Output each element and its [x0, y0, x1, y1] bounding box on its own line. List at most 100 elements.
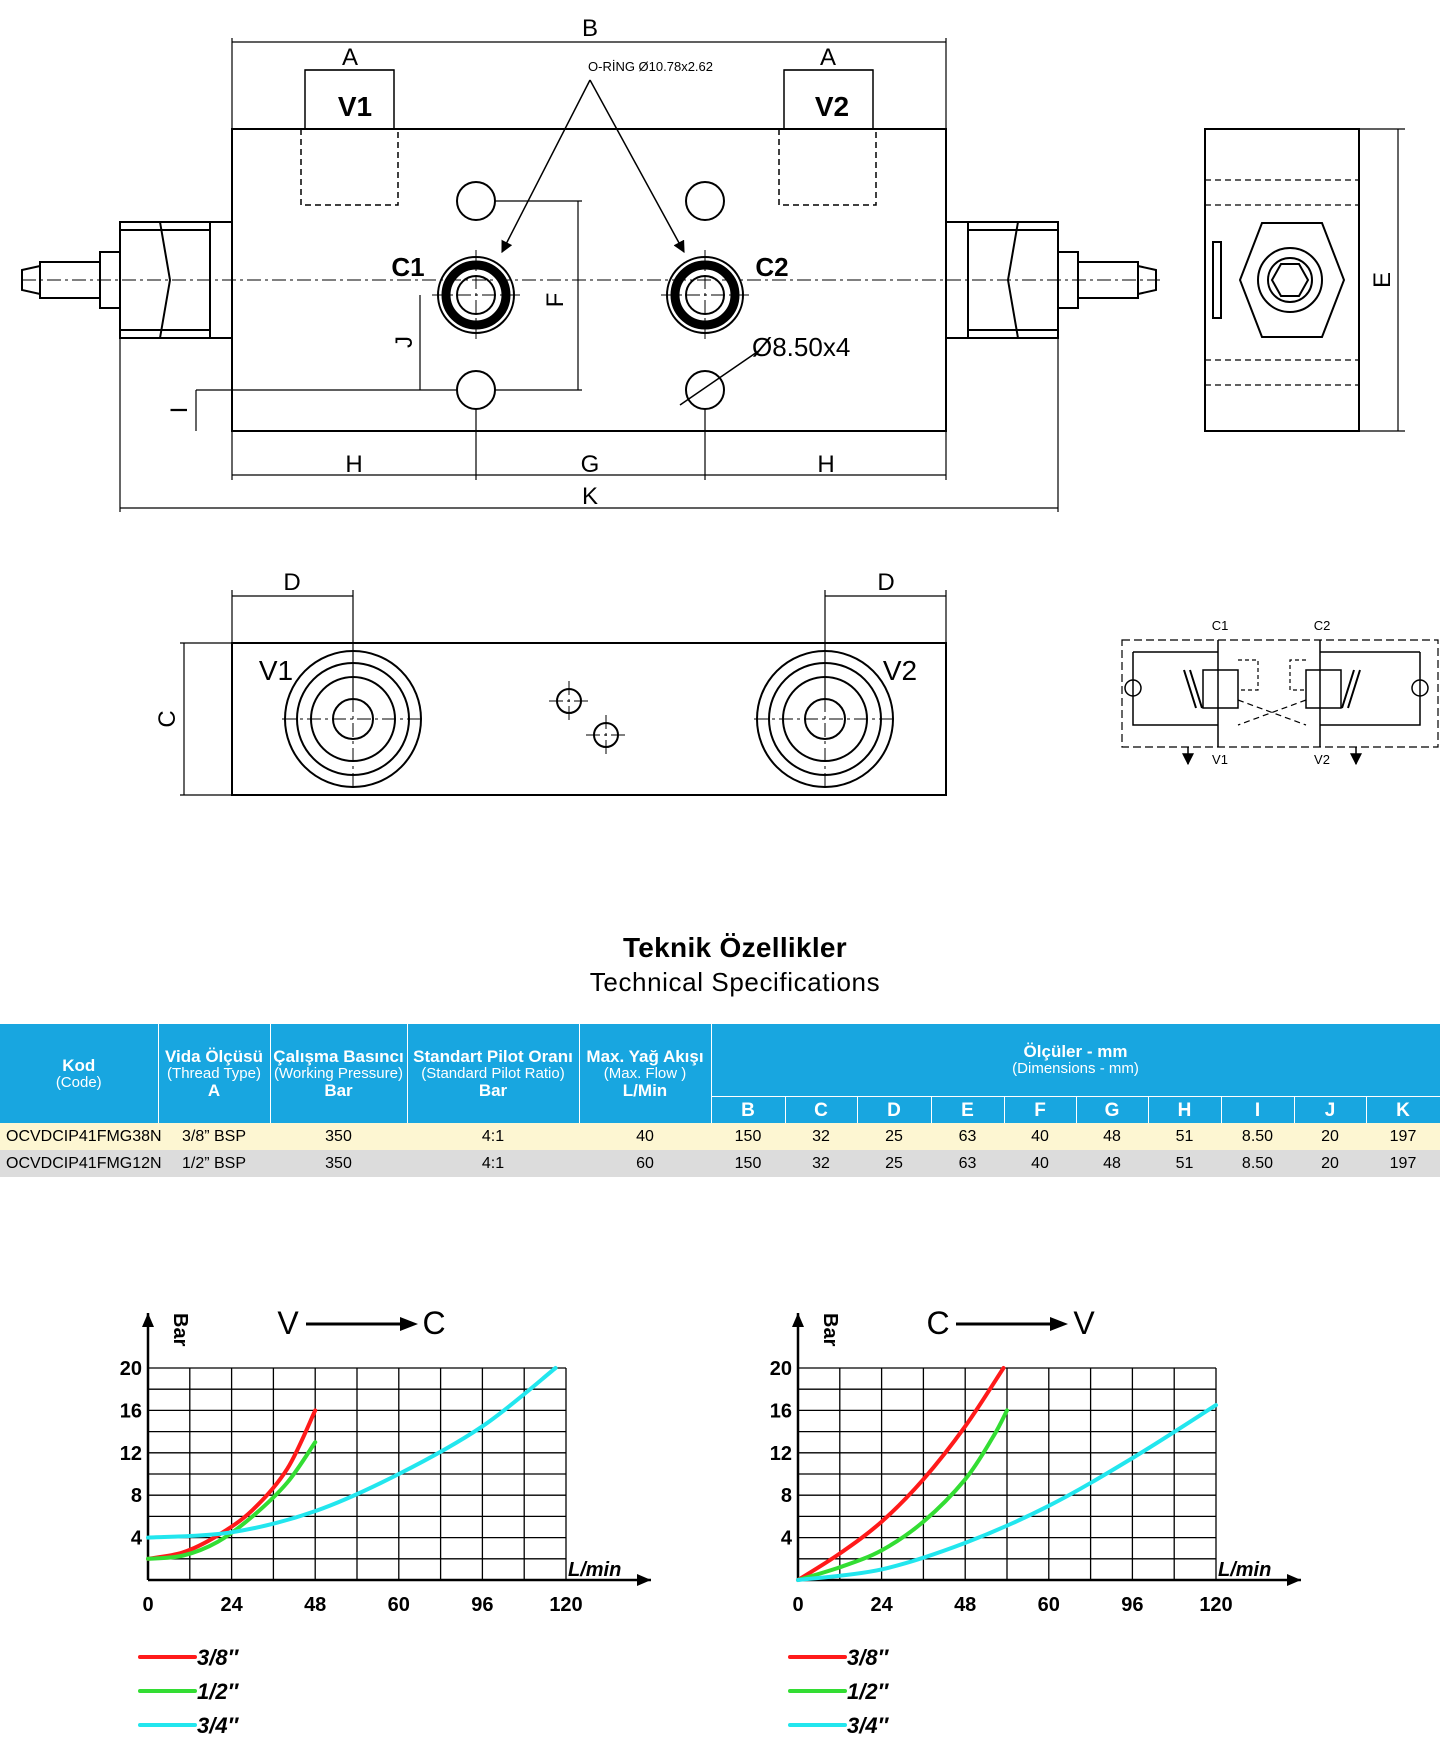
- chart-title-to: V: [1073, 1305, 1095, 1341]
- cell-code: OCVDCIP41FMG12N: [0, 1150, 162, 1177]
- header-dim-h: H: [1148, 1096, 1222, 1123]
- chart-title-from: C: [926, 1305, 949, 1341]
- header-dim-e: E: [931, 1096, 1005, 1123]
- legend-label: 1/2″: [847, 1679, 890, 1704]
- header-dim-i: I: [1221, 1096, 1295, 1123]
- cell-dim-e: 63: [931, 1123, 1004, 1150]
- cell-flow: 60: [579, 1150, 711, 1177]
- cell-dim-j: 20: [1294, 1150, 1366, 1177]
- x-tick-label: 120: [1199, 1594, 1232, 1616]
- holes-label: Ø8.50x4: [752, 332, 850, 362]
- header-dim-g: G: [1076, 1096, 1149, 1123]
- dim-h-label: H: [817, 451, 834, 478]
- schematic-c2-label: C2: [1314, 618, 1331, 633]
- y-tick-label: 4: [131, 1528, 143, 1550]
- cell-thread: 1/2” BSP: [158, 1150, 270, 1177]
- y-tick-label: 20: [770, 1358, 792, 1380]
- mounting-hole: [456, 370, 496, 410]
- hydraulic-schematic: [1121, 639, 1439, 766]
- cell-dim-j: 20: [1294, 1123, 1366, 1150]
- port-c2-label: C2: [755, 252, 788, 282]
- adjuster-left: [21, 221, 233, 339]
- header-thread: Vida Ölçüsü(Thread Type)A: [158, 1024, 271, 1123]
- x-tick-label: 0: [792, 1594, 803, 1616]
- table-row: OCVDCIP41FMG12N 1/2” BSP 350 4:1 60 150 …: [0, 1150, 1440, 1177]
- dim-h-label: H: [345, 451, 362, 478]
- cell-dim-g: 48: [1076, 1123, 1148, 1150]
- mounting-hole: [456, 181, 496, 221]
- cell-dim-c: 32: [785, 1150, 857, 1177]
- cell-dim-d: 25: [857, 1123, 931, 1150]
- x-axis-arrow: [637, 1574, 651, 1586]
- technical-drawing: B A A V1 V2 C1 C2 O-RİNG Ø10.78x2.62 Ø8.…: [21, 15, 1439, 796]
- dim-i-label: I: [166, 407, 193, 414]
- cell-pressure: 350: [270, 1123, 407, 1150]
- y-tick-label: 8: [781, 1485, 792, 1507]
- dim-e-label: E: [1369, 272, 1396, 288]
- x-tick-label: 24: [220, 1594, 243, 1616]
- port-v2-label: V2: [883, 655, 917, 686]
- cell-dim-d: 25: [857, 1150, 931, 1177]
- dim-d-label: D: [283, 569, 300, 596]
- dim-d-label: D: [877, 569, 894, 596]
- dim-b-label: B: [582, 15, 598, 42]
- x-tick-label: 48: [304, 1594, 326, 1616]
- port-v1-label: V1: [338, 91, 372, 122]
- legend-label: 3/4″: [847, 1713, 890, 1738]
- dim-a-label: A: [820, 44, 836, 71]
- chart-title-arrowhead: [1050, 1317, 1068, 1331]
- x-tick-label: 48: [954, 1594, 976, 1616]
- chart-title-from: V: [277, 1305, 299, 1341]
- bottom-view: [180, 590, 947, 796]
- cell-dim-f: 40: [1004, 1150, 1076, 1177]
- header-dim-c: C: [785, 1096, 858, 1123]
- header-pilot-ratio: Standart Pilot Oranı(Standard Pilot Rati…: [407, 1024, 580, 1123]
- header-dim-b: B: [711, 1096, 786, 1123]
- port-v2-label: V2: [815, 91, 849, 122]
- header-dimensions: Ölçüler - mm(Dimensions - mm): [711, 1024, 1440, 1097]
- dim-k-label: K: [582, 483, 598, 510]
- series-line: [146, 1408, 318, 1561]
- cell-dim-h: 51: [1148, 1123, 1221, 1150]
- x-tick-label: 120: [549, 1594, 582, 1616]
- y-tick-label: 16: [770, 1400, 792, 1422]
- schematic-c1-label: C1: [1212, 618, 1229, 633]
- series-line: [796, 1408, 1009, 1582]
- dim-c-label: C: [154, 710, 181, 727]
- adjuster-right: [945, 221, 1157, 339]
- x-tick-label: 60: [1038, 1594, 1060, 1616]
- x-tick-label: 0: [142, 1594, 153, 1616]
- y-tick-label: 8: [131, 1485, 142, 1507]
- y-axis-arrow: [792, 1313, 804, 1327]
- mounting-hole: [685, 181, 725, 221]
- schematic-v1-label: V1: [1212, 752, 1228, 767]
- chart-title-arrowhead: [400, 1317, 418, 1331]
- cell-ratio: 4:1: [407, 1123, 579, 1150]
- spec-title-en: Technical Specifications: [589, 967, 881, 997]
- cell-dim-c: 32: [785, 1123, 857, 1150]
- legend-label: 3/8″: [197, 1645, 240, 1670]
- front-view: [21, 38, 1160, 512]
- dim-g-label: G: [581, 451, 600, 478]
- legend-label: 3/4″: [197, 1713, 240, 1738]
- cell-dim-i: 8.50: [1221, 1150, 1294, 1177]
- cell-thread: 3/8” BSP: [158, 1123, 270, 1150]
- header-dim-f: F: [1004, 1096, 1077, 1123]
- chart-grid: [147, 1367, 567, 1581]
- dim-a-label: A: [342, 44, 358, 71]
- cell-dim-g: 48: [1076, 1150, 1148, 1177]
- y-axis-arrow: [142, 1313, 154, 1327]
- x-axis-label: L/min: [568, 1559, 621, 1581]
- x-axis-label: L/min: [1218, 1559, 1271, 1581]
- dim-f-label: F: [542, 293, 569, 308]
- schematic-v2-label: V2: [1314, 752, 1330, 767]
- y-tick-label: 12: [120, 1443, 142, 1465]
- series-line: [146, 1366, 558, 1540]
- chart-title-to: C: [422, 1305, 445, 1341]
- cell-dim-k: 197: [1366, 1150, 1440, 1177]
- cell-dim-h: 51: [1148, 1150, 1221, 1177]
- table-row: OCVDCIP41FMG38N 3/8” BSP 350 4:1 40 150 …: [0, 1123, 1440, 1150]
- header-dim-j: J: [1294, 1096, 1367, 1123]
- header-dim-d: D: [857, 1096, 932, 1123]
